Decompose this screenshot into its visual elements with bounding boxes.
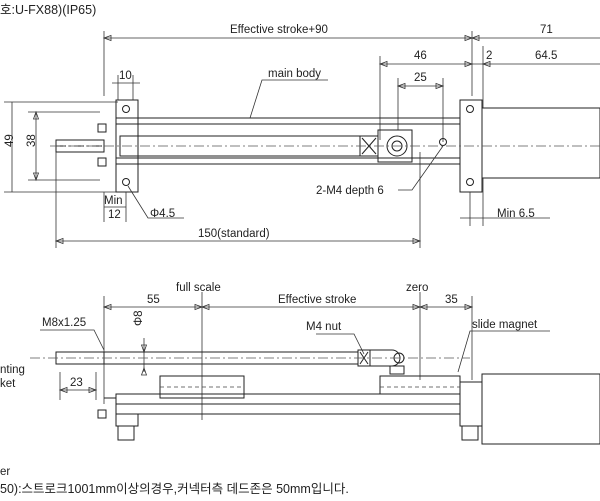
label-71: 71 [540,24,553,36]
top-view: Effective stroke+90 71 46 2 64.5 [4,24,600,248]
dim-min-6-5 [460,178,550,226]
label-12: 12 [108,209,121,221]
label-35: 35 [445,294,458,306]
label-2: 2 [486,50,492,62]
leader-main-body [249,79,328,119]
label-23: 23 [70,377,83,389]
label-mounting-bracket-1: nting [0,364,25,376]
label-min-6-5: Min 6.5 [497,208,535,220]
label-effective-stroke: Effective stroke [278,294,356,306]
label-25: 25 [414,72,427,84]
dim-25 [396,78,445,142]
leader-m4-nut [316,333,365,355]
leader-m8 [40,329,105,351]
dim-23 [58,372,98,400]
main-body-top [55,99,600,193]
side-view: full scale zero 55 Effective stroke 35 Φ… [0,282,600,445]
label-stroke-plus-90: Effective stroke+90 [230,24,328,36]
label-mounting-bracket-2: ket [0,378,16,390]
dim-2-64-5 [472,46,600,108]
dim-phi-8 [140,338,148,376]
label-10: 10 [119,70,132,82]
label-46: 46 [414,50,427,62]
dim-150-standard [54,152,422,248]
label-m4-depth: 2-M4 depth 6 [316,185,384,197]
footer-note-1: er [0,466,10,478]
label-full-scale: full scale [176,282,221,294]
dim-71 [470,34,600,42]
leader-m4-depth [398,145,444,191]
label-55: 55 [147,294,160,306]
label-64-5: 64.5 [535,50,557,62]
label-49: 49 [4,134,16,147]
label-zero: zero [406,282,428,294]
model-title: 호:U-FX88)(IP65) [0,3,96,17]
label-150-standard: 150(standard) [198,228,270,240]
main-body-side [55,349,600,445]
label-min: Min [104,195,123,207]
dim-49-38 [4,101,118,193]
label-phi-4-5: Φ4.5 [150,208,175,220]
dim-stroke-plus-90 [102,31,474,96]
footer-note-2: 50):스트로크1001mm이상의경우,커넥터측 데드존은 50mm입니다. [0,482,349,496]
leader-phi-4-5 [127,185,184,219]
label-slide-magnet: slide magnet [472,319,538,331]
dim-46 [378,56,474,140]
label-m4-nut: M4 nut [306,321,342,333]
dim-10 [112,75,140,100]
label-m8: M8x1.25 [42,317,86,329]
label-phi-8: Φ8 [133,310,145,326]
label-38: 38 [26,134,38,147]
label-main-body: main body [268,68,321,80]
dim-min-12 [103,192,127,222]
dim-side-row [102,292,474,420]
